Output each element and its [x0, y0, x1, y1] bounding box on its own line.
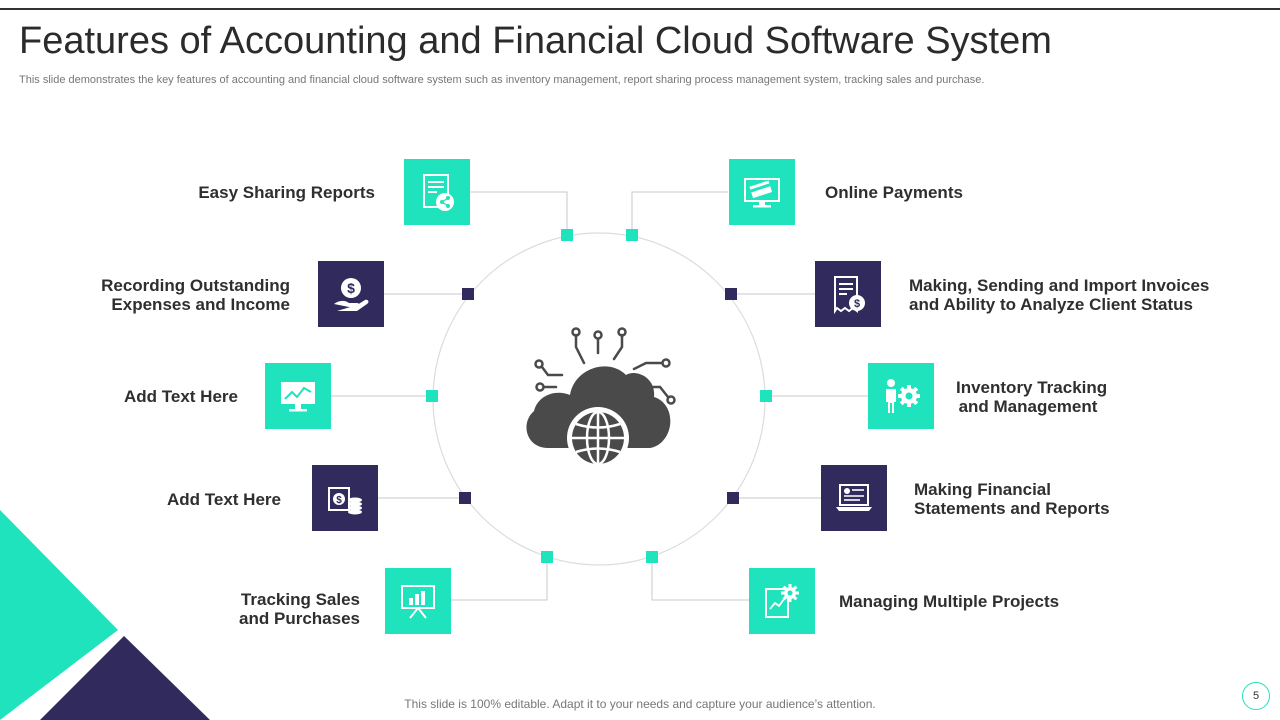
top-rule [0, 8, 1280, 10]
node-left-4 [459, 492, 471, 504]
node-right-2 [725, 288, 737, 300]
invoice-dollar-icon: $ [834, 276, 865, 315]
feature-right-1-tile [729, 159, 795, 225]
cloud-globe-circuit-icon [526, 327, 676, 469]
page-number: 5 [1242, 682, 1270, 710]
node-left-3 [426, 390, 438, 402]
feature-left-4-tile: $ [312, 465, 378, 531]
node-left-1 [561, 229, 573, 241]
slide-subtitle: This slide demonstrates the key features… [19, 74, 985, 86]
presentation-board-icon [401, 585, 435, 619]
feature-left-1-tile [404, 159, 470, 225]
node-right-1 [626, 229, 638, 241]
feature-left-5-tile [385, 568, 451, 634]
feature-right-3-tile [868, 363, 934, 429]
feature-right-4-tile [821, 465, 887, 531]
share-report-icon [423, 174, 454, 211]
document-gear-icon [765, 584, 799, 618]
svg-text:$: $ [347, 280, 355, 296]
node-left-5 [541, 551, 553, 563]
feature-left-3-tile [265, 363, 331, 429]
svg-text:$: $ [336, 495, 342, 506]
cash-coins-icon: $ [328, 487, 362, 515]
connector-left-1 [470, 191, 568, 235]
feature-left-1-label: Easy Sharing Reports [198, 183, 375, 202]
laptop-statement-icon [836, 484, 872, 511]
monitor-chart-icon [281, 382, 315, 412]
connector-right-1 [631, 191, 728, 235]
feature-right-2-tile: $ [815, 261, 881, 327]
feature-left-3-label: Add Text Here [124, 387, 238, 406]
svg-text:$: $ [854, 298, 860, 310]
connector-right-5 [651, 557, 749, 601]
node-right-4 [727, 492, 739, 504]
node-right-5 [646, 551, 658, 563]
connector-left-5 [450, 557, 548, 601]
feature-left-4-label: Add Text Here [167, 490, 281, 509]
hand-dollar-icon: $ [334, 278, 369, 311]
feature-right-5-tile [749, 568, 815, 634]
card-monitor-icon [744, 178, 780, 208]
node-left-2 [462, 288, 474, 300]
slide-title: Features of Accounting and Financial Clo… [19, 20, 1052, 62]
node-right-3 [760, 390, 772, 402]
person-gear-icon [886, 379, 920, 413]
footer-note: This slide is 100% editable. Adapt it to… [404, 697, 876, 711]
feature-right-1-label: Online Payments [825, 183, 963, 202]
feature-right-5-label: Managing Multiple Projects [839, 592, 1060, 611]
feature-left-2-tile: $ [318, 261, 384, 327]
